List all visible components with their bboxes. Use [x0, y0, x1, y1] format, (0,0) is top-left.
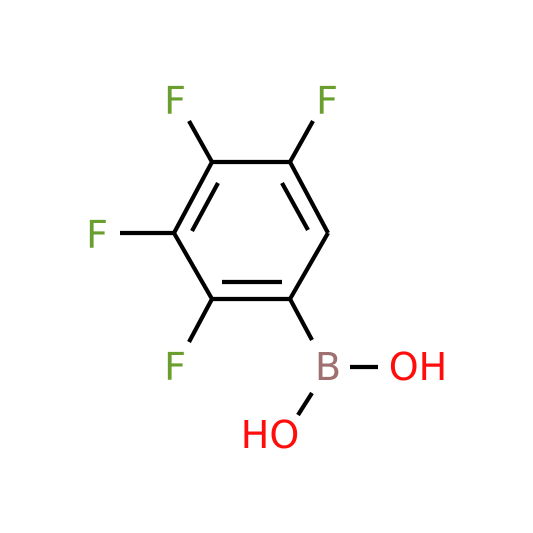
hydroxyl-label-bottom: HO: [241, 413, 299, 457]
substituent-bonds: [120, 119, 378, 417]
double-bond-c6-c1: [280, 181, 310, 232]
hydroxyl-label-right: OH: [389, 345, 447, 389]
fluorine-atom-label-top-right: F: [316, 79, 338, 123]
bond-c1-f: [288, 119, 315, 164]
bond-c5-c6: [288, 231, 330, 301]
fluorine-atom-label-left: F: [86, 213, 108, 257]
bond-c2-c3: [172, 161, 214, 234]
fluorine-atom-label-top-left: F: [164, 79, 186, 123]
bond-c4-f: [187, 298, 214, 343]
bond-c6-c1: [288, 161, 330, 234]
fluorine-atom-label-bottom-left: F: [164, 345, 186, 389]
bond-b-ho: [296, 391, 314, 417]
bond-c3-c4: [172, 231, 214, 301]
boron-atom-label: B: [315, 345, 341, 389]
double-bond-c2-c3: [190, 181, 220, 233]
bond-c5-b: [288, 298, 314, 341]
benzene-ring: [172, 159, 330, 302]
bond-c2-f: [187, 119, 214, 164]
